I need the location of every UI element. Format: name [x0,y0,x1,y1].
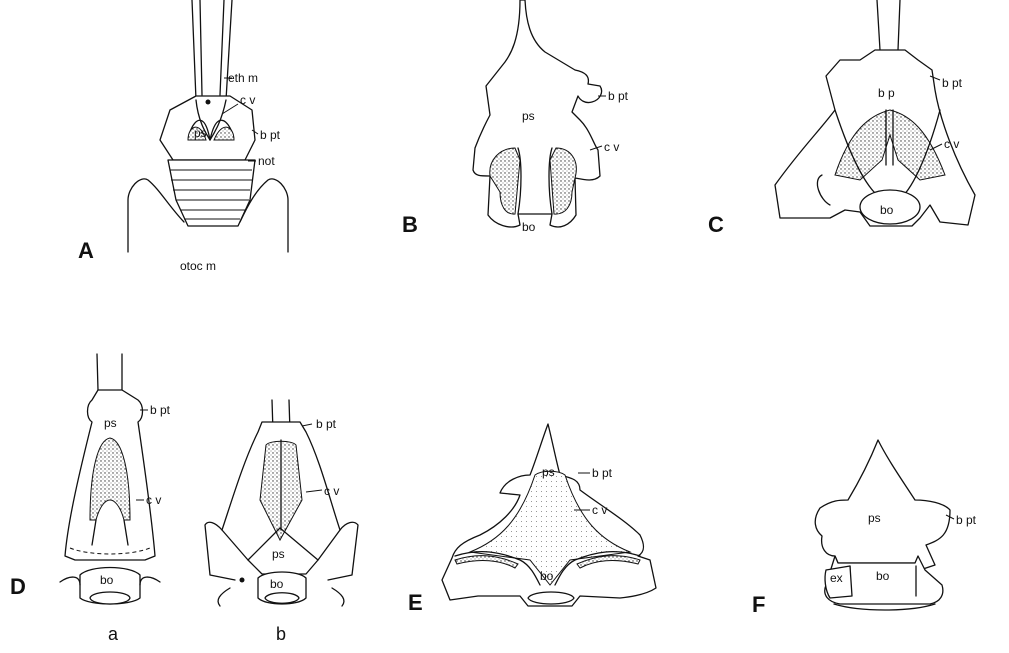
panel-d-a-drawing [60,354,160,604]
panel-d-sub-a: a [108,624,119,644]
panel-d-a: ps b pt c v bo D a [10,354,171,644]
panel-f: ps b pt ex bo F [752,440,977,617]
label-d-b-bo: bo [270,577,284,591]
label-c-bpt: b pt [942,76,963,90]
panel-d-b: b pt c v ps bo b [205,400,358,644]
label-a-cv: c v [240,93,255,107]
label-d-a-cv: c v [146,493,161,507]
label-d-b-cv: c v [324,484,339,498]
panel-letter-a: A [78,238,94,263]
label-d-a-bo: bo [100,573,114,587]
panel-letter-e: E [408,590,423,615]
label-a-not: not [258,154,275,168]
panel-c: b p b pt c v bo C [708,0,975,237]
panel-d-sub-b: b [276,624,286,644]
label-e-cv: c v [592,503,607,517]
panel-b: ps b pt c v bo B [402,0,629,237]
label-e-ps: ps [542,465,555,479]
panel-e: ps b pt c v bo E [408,424,656,615]
label-c-bp: b p [878,86,895,100]
label-a-otoc-m: otoc m [180,259,216,273]
panel-c-drawing [775,0,975,226]
label-c-bo: bo [880,203,894,217]
label-d-a-ps: ps [104,416,117,430]
label-f-bpt: b pt [956,513,977,527]
panel-letter-c: C [708,212,724,237]
panel-b-drawing [473,0,602,227]
panel-a: eth m c v ps b pt not otoc m A [78,0,288,273]
panel-letter-d: D [10,574,26,599]
label-a-bpt: b pt [260,128,281,142]
label-e-bo: bo [540,569,554,583]
label-f-ps: ps [868,511,881,525]
label-e-bpt: b pt [592,466,613,480]
label-f-ex: ex [830,571,843,585]
label-b-bpt: b pt [608,89,629,103]
label-d-b-ps: ps [272,547,285,561]
label-b-ps: ps [522,109,535,123]
label-d-a-bpt: b pt [150,403,171,417]
label-f-bo: bo [876,569,890,583]
label-a-ps: ps [194,126,207,140]
panel-a-drawing [128,0,288,252]
panel-letter-b: B [402,212,418,237]
label-d-b-bpt: b pt [316,417,337,431]
label-b-cv: c v [604,140,619,154]
panel-letter-f: F [752,592,765,617]
label-c-cv: c v [944,137,959,151]
label-b-bo: bo [522,220,536,234]
label-a-eth-m: eth m [228,71,258,85]
